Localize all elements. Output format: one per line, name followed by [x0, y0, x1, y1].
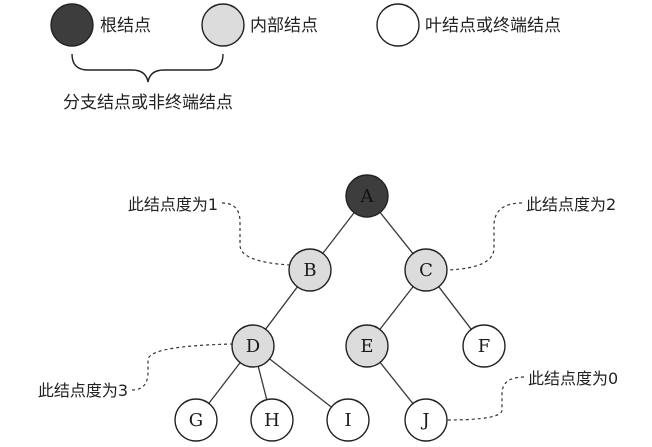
tree-edge-c-f — [438, 286, 472, 330]
tree-node-b: B — [288, 248, 332, 292]
tree-edge-a-c — [379, 212, 414, 254]
tree-node-j: J — [404, 398, 448, 442]
tree-node-g-circle — [174, 398, 218, 442]
annotations: 此结点度为1 此结点度为2 此结点度为3 此结点度为0 — [38, 195, 618, 400]
tree-node-e: E — [345, 324, 389, 368]
annotation-degree-1: 此结点度为1 — [128, 195, 218, 214]
tree-node-h: H — [250, 398, 294, 442]
tree-node-b-label: B — [303, 260, 316, 281]
tree-edge-e-j — [379, 362, 414, 404]
legend-root-swatch — [50, 3, 94, 47]
annotation-leader-c — [447, 202, 523, 271]
tree-node-d-label: D — [246, 336, 260, 357]
tree-edge-d-g — [208, 362, 241, 404]
tree-node-d-circle — [231, 324, 275, 368]
legend-brace-label: 分支结点或非终端结点 — [63, 93, 233, 113]
tree-node-f-label: F — [478, 336, 491, 357]
tree-node-g: G — [174, 398, 218, 442]
tree-node-i: I — [326, 398, 370, 442]
tree-node-c-circle — [404, 248, 448, 292]
tree-node-i-label: I — [344, 410, 351, 431]
tree-node-a: A — [345, 174, 389, 218]
legend: 根结点 内部结点 叶结点或终端结点 分支结点或非终端结点 — [50, 3, 561, 113]
annotation-degree-2: 此结点度为2 — [526, 195, 616, 214]
tree-node-e-label: E — [360, 336, 373, 357]
tree-node-a-label: A — [360, 186, 375, 207]
tree-node-f-circle — [462, 324, 506, 368]
tree-node-c-label: C — [419, 260, 433, 281]
tree-node-c: C — [404, 248, 448, 292]
tree-node-i-circle — [326, 398, 370, 442]
tree-node-j-label: J — [420, 410, 429, 431]
legend-internal-label: 内部结点 — [250, 16, 318, 36]
annotation-degree-3: 此结点度为3 — [38, 381, 128, 400]
tree-node-j-circle — [404, 398, 448, 442]
annotation-leader-j — [445, 376, 525, 421]
annotation-degree-0: 此结点度为0 — [528, 369, 618, 388]
tree-node-h-label: H — [264, 410, 280, 431]
tree-node-b-circle — [288, 248, 332, 292]
legend-root-label: 根结点 — [100, 16, 151, 36]
legend-brace — [71, 53, 224, 83]
tree-node-h-circle — [250, 398, 294, 442]
annotation-leader-b — [221, 202, 291, 266]
legend-leaf-label: 叶结点或终端结点 — [425, 16, 561, 36]
tree-nodes: A B C D E F G H I J — [174, 174, 506, 442]
tree-edge-c-e — [379, 286, 414, 330]
annotation-leaders — [131, 202, 525, 421]
annotation-leader-d — [131, 343, 233, 391]
tree-node-f: F — [462, 324, 506, 368]
tree-node-a-circle — [345, 174, 389, 218]
tree-node-e-circle — [345, 324, 389, 368]
tree-edge-a-b — [322, 212, 355, 254]
legend-leaf-swatch — [376, 3, 420, 47]
tree-node-d: D — [231, 324, 275, 368]
tree-edge-d-i — [269, 358, 332, 408]
tree-edge-d-h — [257, 366, 268, 400]
legend-internal-swatch — [201, 3, 245, 47]
tree-edges — [208, 212, 472, 408]
tree-edge-b-d — [265, 286, 298, 330]
tree-node-g-label: G — [189, 410, 203, 431]
